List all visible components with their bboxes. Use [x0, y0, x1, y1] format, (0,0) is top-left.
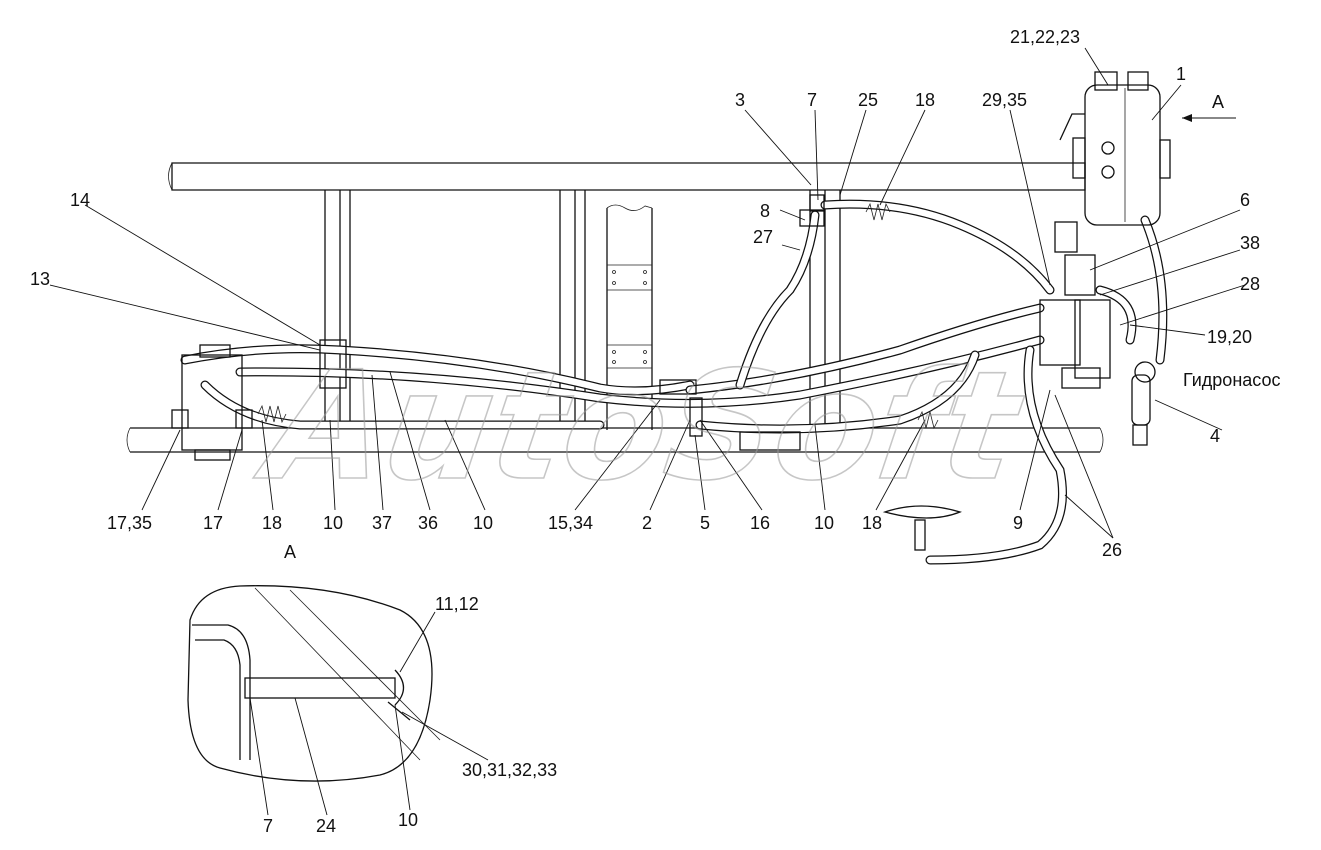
label-24: 24 [316, 816, 336, 836]
label-17-35: 17,35 [107, 513, 152, 533]
label-10-a: 10 [323, 513, 343, 533]
label-14: 14 [70, 190, 90, 210]
watermark-text: AutoSoft [248, 339, 1033, 514]
label-10-c: 10 [814, 513, 834, 533]
label-9: 9 [1013, 513, 1023, 533]
label-21-22-23: 21,22,23 [1010, 27, 1080, 47]
label-10-bottom: 10 [398, 810, 418, 830]
label-36: 36 [418, 513, 438, 533]
view-a-inset [187, 585, 489, 816]
callout-labels: 21,22,23 1 A 3 7 25 18 29,35 14 13 8 27 … [30, 27, 1280, 836]
label-17: 17 [203, 513, 223, 533]
label-18-top: 18 [915, 90, 935, 110]
label-26: 26 [1102, 540, 1122, 560]
label-a-view: A [284, 542, 296, 562]
label-5: 5 [700, 513, 710, 533]
label-18-left: 18 [262, 513, 282, 533]
label-30-33: 30,31,32,33 [462, 760, 557, 780]
spring-guards [257, 202, 939, 430]
label-10-b: 10 [473, 513, 493, 533]
label-6: 6 [1240, 190, 1250, 210]
label-37: 37 [372, 513, 392, 533]
label-13: 13 [30, 269, 50, 289]
label-28: 28 [1240, 274, 1260, 294]
label-18-right: 18 [862, 513, 882, 533]
label-3: 3 [735, 90, 745, 110]
label-hydraulic-pump: Гидронасос [1183, 370, 1280, 390]
label-7-top: 7 [807, 90, 817, 110]
label-19-20: 19,20 [1207, 327, 1252, 347]
label-11-12: 11,12 [435, 594, 479, 614]
label-2: 2 [642, 513, 652, 533]
hoses [180, 199, 1168, 565]
components [171, 71, 1171, 551]
label-8: 8 [760, 201, 770, 221]
label-7-bottom: 7 [263, 816, 273, 836]
label-1: 1 [1176, 64, 1186, 84]
label-25: 25 [858, 90, 878, 110]
label-27: 27 [753, 227, 773, 247]
label-29-35: 29,35 [982, 90, 1027, 110]
label-4: 4 [1210, 426, 1220, 446]
label-15-34: 15,34 [548, 513, 593, 533]
leader-lines [49, 47, 1246, 539]
label-a-top: A [1212, 92, 1224, 112]
label-16: 16 [750, 513, 770, 533]
label-38: 38 [1240, 233, 1260, 253]
